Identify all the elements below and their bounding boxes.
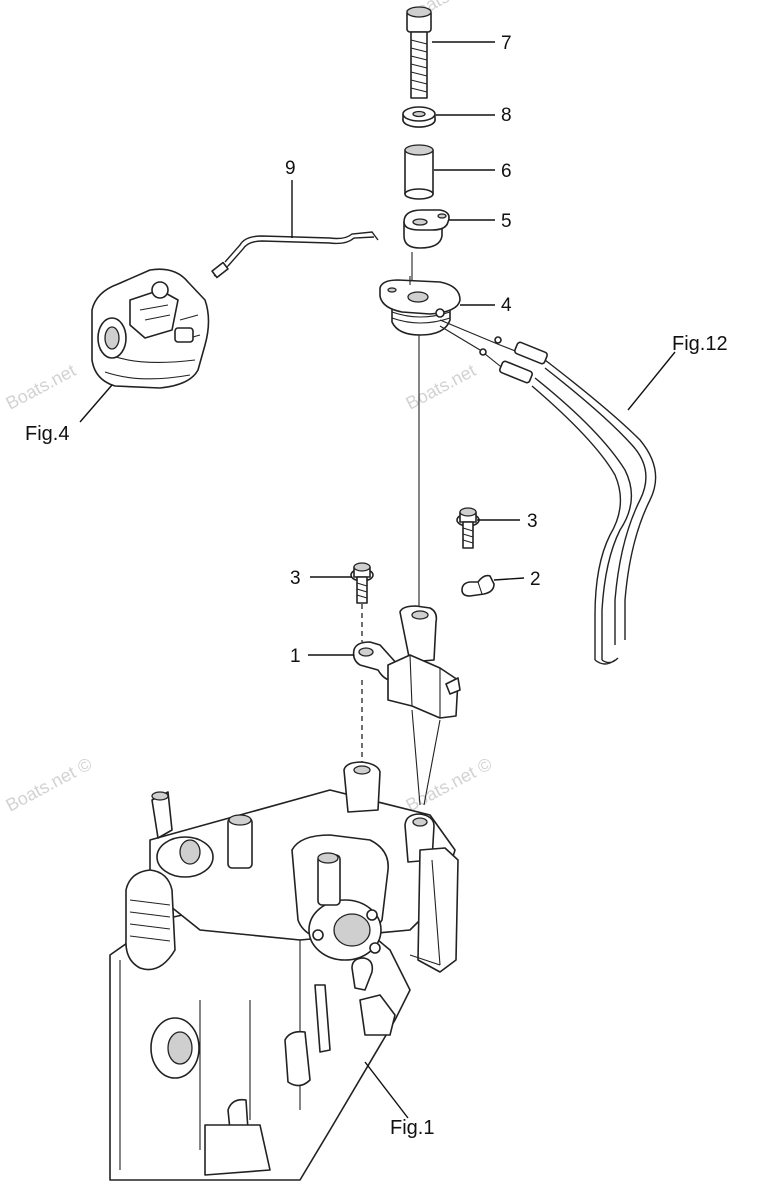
carburetor-fig4 [91, 268, 210, 389]
watermark: Boats.net [2, 360, 79, 413]
callout-6: 6 [501, 161, 512, 182]
callout-7: 7 [501, 33, 512, 54]
link-rod-part-9 [211, 231, 379, 279]
bolt-part-7 [406, 6, 432, 99]
callout-3-left: 3 [290, 568, 301, 589]
callout-2: 2 [530, 569, 541, 590]
callout-8: 8 [501, 105, 512, 126]
bracket-part-1 [352, 605, 461, 719]
figure-ref-fig12: Fig.12 [672, 333, 728, 355]
washer-part-8 [402, 106, 436, 128]
leader-line-fig1 [364, 1061, 409, 1119]
engine-block-fig1 [109, 761, 459, 1181]
alignment-line [411, 709, 421, 806]
clip-part-2 [461, 574, 495, 597]
callout-1: 1 [290, 646, 301, 667]
figure-ref-fig1: Fig.1 [390, 1117, 434, 1139]
collar-part-6 [404, 144, 434, 200]
cam-pulley-part-4 [379, 252, 461, 336]
callout-5: 5 [501, 211, 512, 232]
throttle-cable-ends [439, 319, 548, 384]
callout-9: 9 [285, 158, 296, 179]
figure-ref-fig4: Fig.4 [25, 423, 69, 445]
leader-line-fig4 [79, 384, 113, 423]
bolt-part-3-right [456, 507, 480, 549]
leader-line-2 [493, 577, 525, 581]
throttle-cable-hoses [531, 359, 657, 665]
watermark: Boats.net [402, 360, 479, 413]
callout-3-right: 3 [527, 511, 538, 532]
alignment-line [423, 719, 441, 806]
bolt-part-3-left [350, 562, 374, 604]
callout-4: 4 [501, 295, 512, 316]
plate-part-5 [403, 209, 450, 249]
leader-line-fig12 [627, 351, 676, 411]
watermark: Boats.net © [2, 754, 95, 816]
